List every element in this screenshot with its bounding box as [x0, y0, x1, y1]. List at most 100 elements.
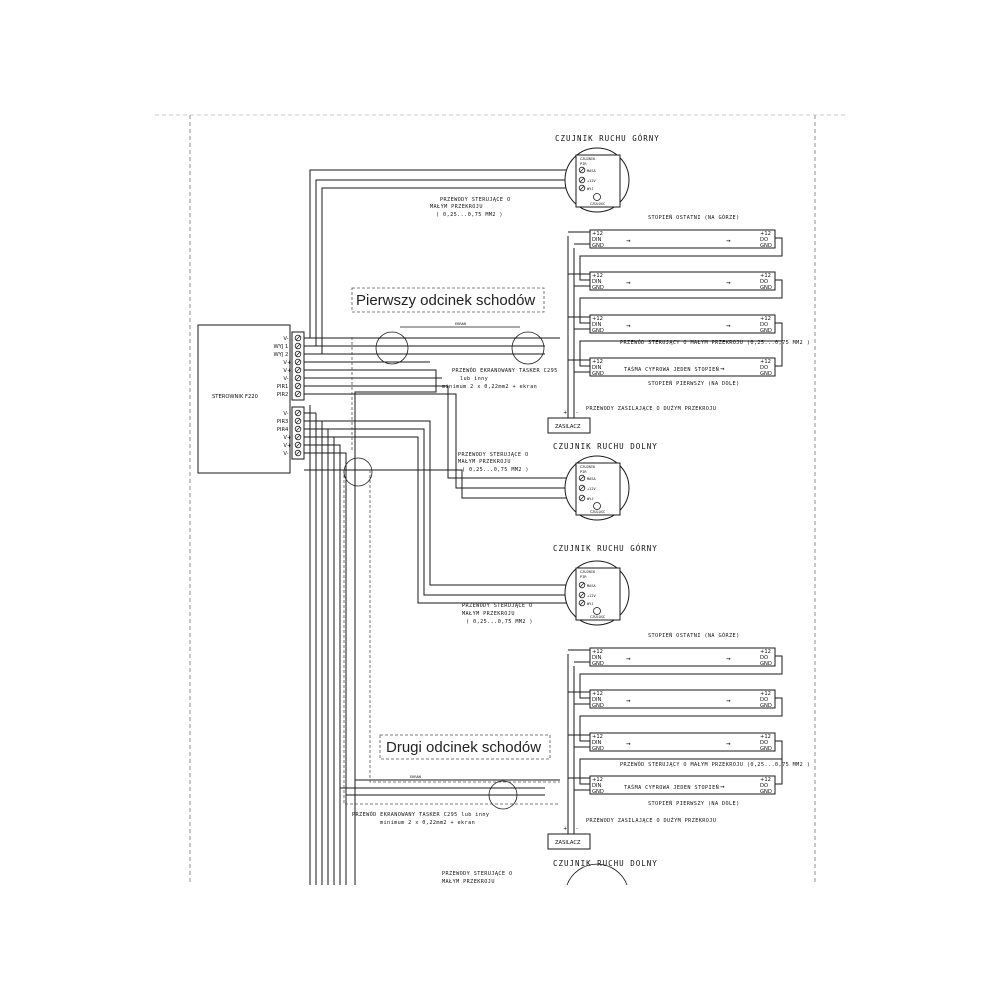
arrow-right-icon: →: [726, 696, 732, 705]
psu-2: [547, 833, 591, 850]
svg-text:( 0,25...0,75 MM2 ): ( 0,25...0,75 MM2 ): [466, 619, 533, 625]
strip-output-label: DO: [760, 697, 768, 703]
svg-text:+12V: +12V: [587, 487, 596, 491]
svg-text:WYJ: WYJ: [587, 497, 594, 501]
screw-terminal-icon[interactable]: [294, 441, 302, 449]
svg-text:CZULOSC: CZULOSC: [590, 615, 605, 619]
strip-input-label: GND: [592, 703, 604, 709]
strip-output-label: DO: [760, 740, 768, 746]
svg-text:+: +: [563, 826, 567, 832]
screw-terminal-icon[interactable]: [294, 449, 302, 457]
svg-text:PRZEWÓD STERUJĄCY O MAŁYM PRZE: PRZEWÓD STERUJĄCY O MAŁYM PRZEKROJU (0,2…: [620, 761, 810, 768]
svg-text:MAŁYM PRZEKROJU: MAŁYM PRZEKROJU: [458, 459, 511, 465]
terminal-label: V-: [283, 336, 288, 342]
screw-terminal-icon[interactable]: [294, 358, 302, 366]
terminal-label: V+: [283, 360, 291, 366]
svg-text:PRZEWODY STERUJĄCE O: PRZEWODY STERUJĄCE O: [440, 197, 510, 203]
strip-output-label: GND: [760, 285, 772, 291]
svg-text:-: -: [576, 410, 578, 416]
svg-text:PIR: PIR: [580, 575, 587, 579]
terminal-label: V+: [283, 368, 291, 374]
strip-output-label: +12: [760, 777, 771, 783]
svg-text:TAŚMA CYFROWA JEDEN STOPIEŃ: TAŚMA CYFROWA JEDEN STOPIEŃ: [624, 366, 719, 373]
section-2-title-frame: [379, 734, 551, 760]
terminal-label: V-: [283, 411, 288, 417]
terminal-label: PIR3: [277, 419, 289, 425]
terminal-label: V+: [283, 443, 291, 449]
arrow-right-icon: →: [626, 654, 632, 663]
arrow-right-icon: →: [726, 321, 732, 330]
strip-output-label: +12: [760, 649, 771, 655]
svg-text:WYJ: WYJ: [587, 187, 594, 191]
svg-text:minimum 2 x 0,22mm2 + ekran: minimum 2 x 0,22mm2 + ekran: [380, 820, 475, 826]
strip-input-label: DIN: [592, 365, 602, 371]
screw-terminal-icon[interactable]: [294, 334, 302, 342]
strip-input-label: GND: [592, 285, 604, 291]
sensor-bottom-2-title: CZUJNIK RUCHU DOLNY: [553, 859, 658, 868]
arrow-right-icon: →: [720, 364, 726, 373]
svg-text:+: +: [563, 410, 567, 416]
strip-input-label: DIN: [592, 697, 602, 703]
screw-terminal-icon[interactable]: [294, 382, 302, 390]
strip-output-label: +12: [760, 734, 771, 740]
arrow-right-icon: →: [726, 739, 732, 748]
sensitivity-knob-icon[interactable]: [593, 193, 601, 201]
terminal-label: WYJ 1: [274, 344, 289, 350]
svg-text:WYJ: WYJ: [587, 602, 594, 606]
svg-text:PIR: PIR: [580, 470, 587, 474]
sensor-bottom-2-body: [566, 863, 628, 886]
sensor-top-2: CZUJNIK RUCHU GÓRNY CZUJNIK PIR MASA +12…: [553, 544, 657, 626]
sensor-top-1: CZUJNIK RUCHU GÓRNY CZUJNIK PIR MASA +12…: [555, 134, 659, 213]
svg-text:PRZEWODY STERUJĄCE O: PRZEWODY STERUJĄCE O: [458, 452, 528, 458]
strip-output-label: +12: [760, 359, 771, 365]
strip-input-label: +12: [592, 691, 603, 697]
terminal-label: PIR4: [277, 427, 289, 433]
section-1: CZUJNIK RUCHU GÓRNY CZUJNIK PIR MASA +12…: [351, 134, 810, 521]
strip-input-label: GND: [592, 243, 604, 249]
strip-output-label: DO: [760, 322, 768, 328]
svg-text:PRZEWÓD EKRANOWANY TASKER C295: PRZEWÓD EKRANOWANY TASKER C295: [452, 367, 558, 374]
svg-text:lub inny: lub inny: [460, 376, 488, 382]
screw-terminal-icon[interactable]: [294, 390, 302, 398]
screw-terminal-icon[interactable]: [294, 342, 302, 350]
sensor-bottom-1: CZUJNIK RUCHU DOLNY CZUJNIK PIR MASA +12…: [553, 442, 657, 521]
sensitivity-knob-icon[interactable]: [593, 502, 601, 510]
svg-text:CZULOSC: CZULOSC: [590, 510, 605, 514]
strip-input-label: +12: [592, 316, 603, 322]
svg-text:( 0,25...0,75 MM2 ): ( 0,25...0,75 MM2 ): [462, 467, 529, 473]
svg-text:PRZEWODY STERUJĄCE O: PRZEWODY STERUJĄCE O: [442, 871, 512, 877]
strip-input-label: DIN: [592, 322, 602, 328]
ferrite-ring-4: [488, 780, 518, 810]
screw-terminal-icon[interactable]: [294, 374, 302, 382]
arrow-right-icon: →: [726, 236, 732, 245]
section-1-title-frame: [351, 287, 545, 313]
screw-terminal-icon[interactable]: [294, 409, 302, 417]
strip-input-label: DIN: [592, 279, 602, 285]
svg-text:-: -: [576, 826, 578, 832]
screw-terminal-icon[interactable]: [294, 433, 302, 441]
screw-terminal-icon[interactable]: [294, 350, 302, 358]
arrow-right-icon: →: [626, 696, 632, 705]
screw-terminal-icon[interactable]: [294, 417, 302, 425]
sensitivity-knob-icon[interactable]: [593, 607, 601, 615]
strip-input-label: +12: [592, 777, 603, 783]
svg-text:MASA: MASA: [587, 584, 596, 588]
screw-terminal-icon[interactable]: [294, 425, 302, 433]
strip-output-label: GND: [760, 371, 772, 377]
svg-text:+12V: +12V: [587, 179, 596, 183]
strip-input-label: GND: [592, 746, 604, 752]
svg-text:CZUJNIK: CZUJNIK: [580, 157, 596, 161]
strip-input-label: GND: [592, 661, 604, 667]
section-2-title: Drugi odcinek schodów: [386, 739, 541, 756]
arrow-right-icon: →: [626, 278, 632, 287]
strip-input-label: GND: [592, 328, 604, 334]
strip-input-label: +12: [592, 231, 603, 237]
strip-input-label: DIN: [592, 783, 602, 789]
screw-terminal-icon[interactable]: [294, 366, 302, 374]
top-step-label-1: STOPIEŃ OSTATNI (NA GÓRZE): [648, 214, 740, 221]
